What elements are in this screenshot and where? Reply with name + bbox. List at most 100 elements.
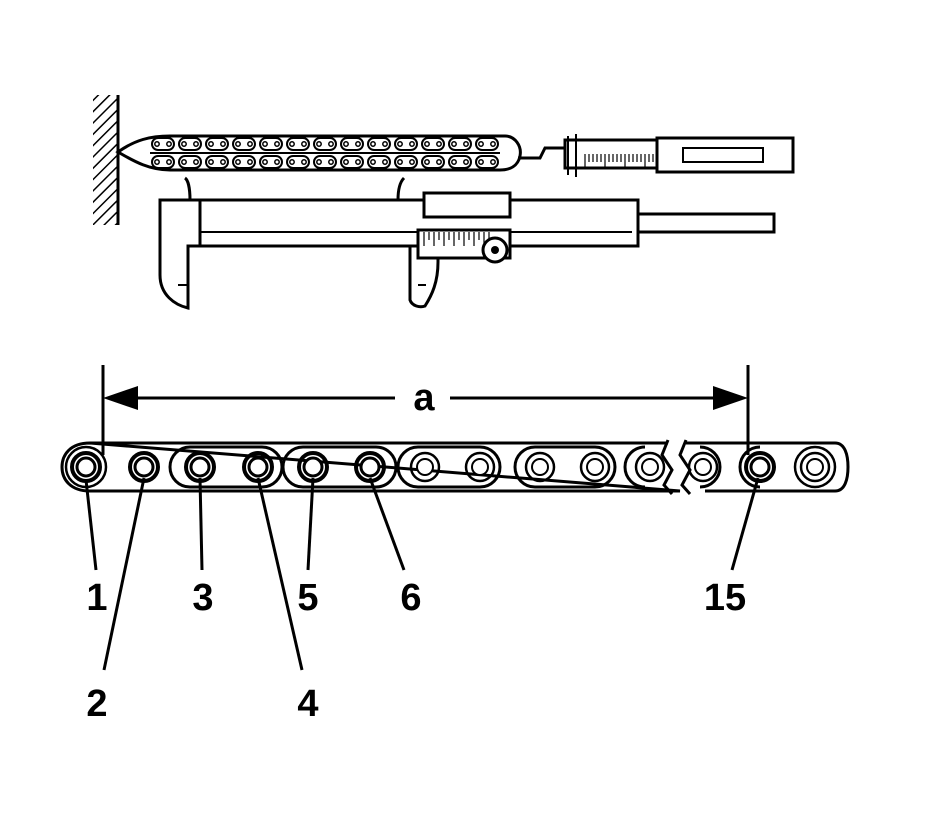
chain-pin <box>247 141 253 147</box>
chain-pin <box>208 141 214 147</box>
chain-pin <box>641 458 659 476</box>
chain-link <box>259 155 283 169</box>
chain-roller <box>524 451 556 483</box>
chain-pin <box>220 159 226 165</box>
chain-roller <box>687 451 719 483</box>
chain-link <box>340 155 364 169</box>
chain-pin <box>154 159 160 165</box>
chain-pin <box>355 141 361 147</box>
chain-link <box>367 137 391 151</box>
chain-pin <box>302 456 324 478</box>
leader-4 <box>256 477 304 671</box>
chain-pin <box>193 159 199 165</box>
chain-roller <box>744 451 776 483</box>
chain-pin <box>749 456 771 478</box>
chain-pin <box>208 159 214 165</box>
chain-link <box>151 137 175 151</box>
chain-link <box>232 155 256 169</box>
chain-pin <box>382 159 388 165</box>
chain-pin <box>274 159 280 165</box>
chain-pin <box>382 141 388 147</box>
chain-roller <box>799 451 831 483</box>
end-link <box>793 445 837 489</box>
pin-label-5: 5 <box>297 577 318 619</box>
leader-5 <box>306 477 315 571</box>
chain-link <box>205 137 229 151</box>
chain-link <box>286 155 310 169</box>
leader-6 <box>368 477 406 571</box>
chain-pin <box>75 456 97 478</box>
chain-pin <box>409 141 415 147</box>
chain-roller <box>464 451 496 483</box>
chain-pin <box>463 141 469 147</box>
chain-pin <box>220 141 226 147</box>
chain-pin <box>301 159 307 165</box>
chain-link <box>367 155 391 169</box>
chain-top-view <box>115 134 565 172</box>
chain-link <box>259 137 283 151</box>
pin-label-15: 15 <box>704 577 746 619</box>
chain-pin <box>328 141 334 147</box>
chain-pin <box>235 159 241 165</box>
chain-pin <box>397 159 403 165</box>
chain-pin <box>359 456 381 478</box>
chain-link <box>178 137 202 151</box>
chain-pin <box>478 141 484 147</box>
chain-pin <box>370 141 376 147</box>
chain-pin <box>463 159 469 165</box>
chain-link <box>151 155 175 169</box>
chain-link <box>313 155 337 169</box>
chain-pin <box>370 159 376 165</box>
chain-link <box>340 137 364 151</box>
chain-link <box>475 155 499 169</box>
chain-pin <box>154 141 160 147</box>
chain-pin <box>416 458 434 476</box>
leader-15 <box>730 477 760 571</box>
chain-pin <box>694 458 712 476</box>
chain-pin <box>451 159 457 165</box>
chain-link <box>178 155 202 169</box>
dimension-label: a <box>413 377 435 419</box>
chain-link <box>232 137 256 151</box>
chain-pin <box>471 458 489 476</box>
chain-link <box>286 137 310 151</box>
chain-pin <box>247 159 253 165</box>
chain-link <box>475 137 499 151</box>
chain-pin <box>166 159 172 165</box>
chain-pin <box>343 159 349 165</box>
chain-pin <box>328 159 334 165</box>
chain-pin <box>490 159 496 165</box>
chain-pin <box>193 141 199 147</box>
chain-pin <box>806 458 824 476</box>
chain-pin <box>181 159 187 165</box>
chain-pin <box>247 456 269 478</box>
chain-pin <box>289 141 295 147</box>
chain-pin <box>397 141 403 147</box>
chain-pin <box>262 159 268 165</box>
chain-link <box>394 155 418 169</box>
dimension-line: a <box>101 365 750 455</box>
chain-pin <box>316 141 322 147</box>
chain-link <box>421 155 445 169</box>
wall <box>93 95 120 225</box>
chain-pin <box>181 141 187 147</box>
chain-pin <box>262 141 268 147</box>
leader-3 <box>198 477 204 571</box>
chain-link <box>448 137 472 151</box>
chain-pin <box>531 458 549 476</box>
spring-scale <box>563 134 795 177</box>
chain-pin <box>166 141 172 147</box>
pin-label-2: 2 <box>86 683 107 725</box>
leader-2 <box>102 477 146 671</box>
chain-pin <box>424 159 430 165</box>
chain-pin <box>301 141 307 147</box>
chain-pin <box>586 458 604 476</box>
chain-link <box>313 137 337 151</box>
chain-link <box>205 155 229 169</box>
chain-pin <box>409 159 415 165</box>
leader-1 <box>84 479 98 571</box>
chain-pin <box>355 159 361 165</box>
pin-label-4: 4 <box>297 683 318 725</box>
